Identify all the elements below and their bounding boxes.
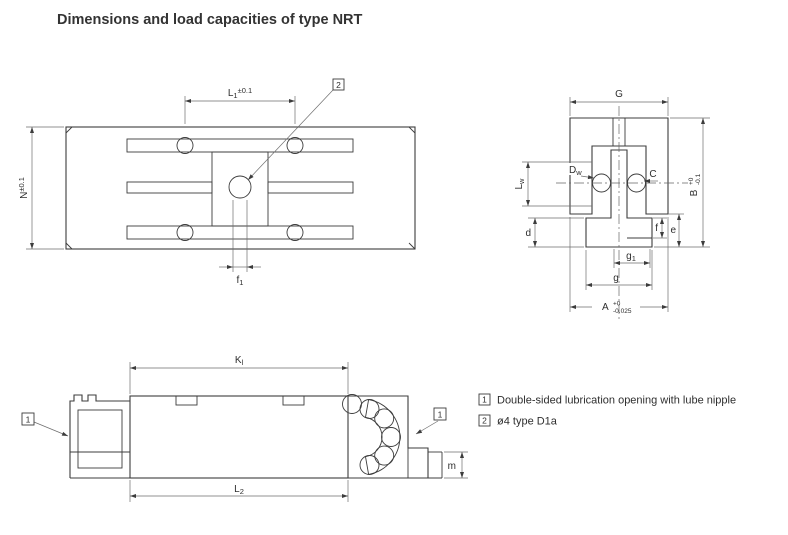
- dim-g1-label: g1: [626, 251, 636, 263]
- mounting-hole: [286, 137, 304, 154]
- dim-dw: Dw: [567, 163, 595, 180]
- dim-b: B +0 -0.1: [654, 117, 710, 248]
- callout-2: 2: [247, 78, 345, 181]
- dim-f-label: f: [655, 223, 658, 234]
- left-end-cap-outline: [69, 394, 130, 478]
- legend-item-2: 2 ø4 type D1a: [478, 414, 558, 428]
- dim-b-label: B: [689, 189, 700, 196]
- center-block: [211, 151, 269, 227]
- dim-g-small-label: g: [613, 273, 619, 284]
- dim-g-small: g: [585, 250, 653, 290]
- bottom-slot: [126, 225, 354, 240]
- dim-f: f: [653, 217, 667, 239]
- top-recess: [282, 395, 305, 406]
- side-view: Kl L2 m 1 1: [21, 355, 468, 502]
- dim-g1: g1: [613, 249, 651, 268]
- dim-f1-label: f1: [237, 275, 244, 287]
- section-view: G B +0 -0.1 Lw Dw: [514, 89, 710, 322]
- carriage-body-side: [129, 395, 349, 479]
- callout-1-right-number: 1: [438, 410, 443, 420]
- left-end-cap-profile: [77, 409, 123, 469]
- callout-1-left-leader: [33, 421, 69, 437]
- dim-kl: Kl: [129, 355, 349, 394]
- dim-d: d: [525, 217, 584, 248]
- legend-ref-2-box: [478, 414, 491, 427]
- chamfer-tick: [65, 242, 73, 250]
- legend-item-2-text: ø4 type D1a: [497, 416, 558, 428]
- dim-lw: Lw: [514, 161, 592, 207]
- middle-slot-right: [267, 181, 354, 194]
- ball: [381, 427, 401, 447]
- dim-n: N±0.1: [17, 126, 64, 250]
- dim-a-tol-top: +0: [613, 301, 621, 308]
- chamfer-tick: [65, 126, 73, 134]
- dim-b-tol-top: +0: [688, 177, 695, 185]
- dim-d-label: d: [525, 228, 531, 239]
- dim-l1: L1±0.1: [184, 86, 296, 124]
- dim-lw-label: Lw: [514, 178, 526, 190]
- dw-leader: [580, 175, 595, 180]
- dim-b-tol-bottom: -0.1: [695, 173, 702, 185]
- plan-view: L1±0.1 2 N±0.1 f1: [17, 78, 416, 287]
- legend-ref-1-number: 1: [482, 395, 487, 405]
- dim-l1-label: L1±0.1: [228, 86, 252, 100]
- chamfer-tick: [408, 242, 416, 250]
- callout-1-right: 1: [415, 407, 447, 435]
- callout-2-box: [332, 78, 345, 91]
- callout-1-left-number: 1: [26, 415, 31, 425]
- ball: [359, 399, 380, 419]
- callout-2-number: 2: [336, 80, 341, 90]
- dim-g-label: G: [615, 89, 623, 100]
- dim-g: G: [569, 89, 669, 116]
- dim-m-label: m: [448, 461, 456, 472]
- dim-e: e: [668, 213, 684, 247]
- callout-2-leader: [247, 89, 334, 181]
- carriage-section: [569, 117, 669, 215]
- dim-dw-label: Dw: [569, 165, 582, 177]
- ball: [342, 394, 362, 414]
- dim-a-label: A: [602, 302, 609, 313]
- dim-a-tol-bottom: -0.025: [613, 308, 632, 315]
- carriage-outline-top: [65, 126, 416, 250]
- dim-l2: L2: [129, 480, 349, 502]
- callout-1-right-leader: [415, 420, 439, 435]
- ball: [359, 455, 380, 475]
- legend-item-1-text: Double-sided lubrication opening with lu…: [497, 395, 736, 407]
- dim-a: A +0 -0.025: [569, 217, 669, 315]
- mounting-hole: [286, 224, 304, 241]
- callout-1-left-box: [21, 412, 35, 426]
- dim-l2-label: L2: [234, 484, 244, 496]
- dim-f1: f1: [219, 200, 261, 287]
- dim-c: C: [643, 167, 660, 184]
- ball: [374, 408, 395, 429]
- legend: 1 Double-sided lubrication opening with …: [478, 393, 736, 428]
- chamfer-tick: [408, 126, 416, 134]
- mounting-hole: [176, 224, 194, 241]
- legend-ref-2-number: 2: [482, 416, 487, 426]
- end-cap-lip-section: [407, 447, 429, 479]
- end-cap-section: [364, 399, 401, 475]
- legend-ref-1-box: [478, 393, 491, 406]
- dim-c-label: C: [649, 169, 656, 180]
- middle-slot-left: [126, 181, 213, 194]
- callout-1-left: 1: [21, 412, 69, 437]
- page-title: Dimensions and load capacities of type N…: [57, 12, 363, 28]
- legend-item-1: 1 Double-sided lubrication opening with …: [478, 393, 736, 407]
- mounting-hole: [176, 137, 194, 154]
- ball: [374, 445, 395, 466]
- center-lube-hole: [228, 175, 252, 199]
- dim-e-label: e: [670, 225, 676, 236]
- dim-n-label: N±0.1: [17, 177, 30, 199]
- callout-1-right-box: [433, 407, 447, 421]
- rail-section: [585, 149, 653, 248]
- dim-kl-label: Kl: [235, 355, 244, 367]
- dim-m: m: [444, 451, 468, 479]
- top-recess: [175, 395, 198, 406]
- top-slot: [126, 138, 354, 153]
